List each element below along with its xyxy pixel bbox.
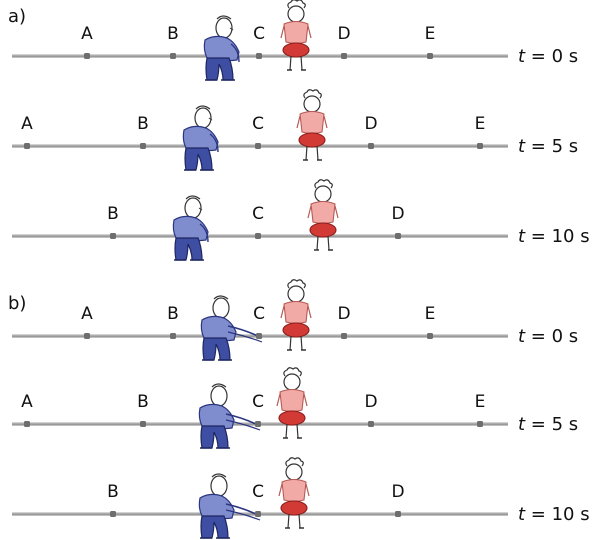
man-figure <box>203 15 240 81</box>
row-a-1: A B C D Et = 5 s <box>12 89 578 171</box>
point-marker-e <box>477 143 483 149</box>
panel-label-a: a) <box>8 6 26 27</box>
woman-figure <box>276 367 308 439</box>
point-label-c: C <box>252 482 264 502</box>
row-a-0: A B C D Et = 0 s <box>12 0 578 81</box>
point-marker-d <box>368 421 374 427</box>
point-marker-b <box>110 233 116 239</box>
time-label: t = 5 s <box>518 414 578 435</box>
man-figure <box>198 473 261 539</box>
point-marker-c <box>255 233 261 239</box>
point-marker-c <box>256 53 262 59</box>
man-figure <box>172 195 209 261</box>
point-label-d: D <box>337 304 350 324</box>
time-variable: t <box>518 226 526 247</box>
time-variable: t <box>518 326 526 347</box>
point-marker-e <box>477 421 483 427</box>
man-figure <box>198 383 261 449</box>
point-label-b: B <box>137 392 149 412</box>
point-label-b: B <box>167 24 179 44</box>
point-marker-b <box>110 511 116 517</box>
time-value: = 10 s <box>525 226 590 247</box>
point-marker-d <box>341 53 347 59</box>
point-marker-a <box>24 143 30 149</box>
point-label-d: D <box>391 482 404 502</box>
point-marker-c <box>255 511 261 517</box>
woman-figure <box>278 457 310 529</box>
point-label-b: B <box>107 482 119 502</box>
point-label-e: E <box>475 114 486 134</box>
point-marker-b <box>170 333 176 339</box>
time-variable: t <box>518 504 526 525</box>
point-label-e: E <box>425 304 436 324</box>
point-label-c: C <box>252 392 264 412</box>
point-label-d: D <box>391 204 404 224</box>
time-value: = 5 s <box>525 136 578 157</box>
point-label-e: E <box>475 392 486 412</box>
time-label: t = 0 s <box>518 46 578 67</box>
point-marker-a <box>84 333 90 339</box>
time-label: t = 10 s <box>518 226 590 247</box>
point-label-d: D <box>364 392 377 412</box>
point-label-a: A <box>21 114 33 134</box>
point-label-b: B <box>107 204 119 224</box>
point-label-a: A <box>21 392 33 412</box>
woman-figure <box>280 279 312 351</box>
time-label: t = 0 s <box>518 326 578 347</box>
point-marker-b <box>140 421 146 427</box>
time-variable: t <box>518 136 526 157</box>
time-value: = 5 s <box>525 414 578 435</box>
panel-label-b: b) <box>8 293 26 314</box>
woman-figure <box>296 89 328 161</box>
row-b-1: A B C D Et = 5 s <box>12 367 578 449</box>
point-label-c: C <box>253 304 265 324</box>
woman-figure <box>307 179 339 251</box>
point-marker-a <box>24 421 30 427</box>
woman-figure <box>280 0 312 71</box>
time-variable: t <box>518 414 526 435</box>
point-label-b: B <box>137 114 149 134</box>
number-lines: A B C D Et = 0 s A B C D Et = 5 s B C Dt = 10 s A B C D E… <box>12 0 590 539</box>
point-label-a: A <box>81 304 93 324</box>
point-label-b: B <box>167 304 179 324</box>
point-label-c: C <box>253 24 265 44</box>
point-marker-d <box>395 233 401 239</box>
point-marker-d <box>368 143 374 149</box>
time-variable: t <box>518 46 526 67</box>
point-marker-e <box>427 333 433 339</box>
row-b-0: A B C D Et = 0 s <box>12 279 578 361</box>
point-marker-e <box>427 53 433 59</box>
point-label-e: E <box>425 24 436 44</box>
row-b-2: B C Dt = 10 s <box>12 457 590 539</box>
point-label-d: D <box>364 114 377 134</box>
time-value: = 0 s <box>525 46 578 67</box>
man-figure <box>182 105 219 171</box>
time-label: t = 10 s <box>518 504 590 525</box>
point-marker-b <box>170 53 176 59</box>
point-label-a: A <box>81 24 93 44</box>
point-marker-c <box>256 333 262 339</box>
point-marker-d <box>341 333 347 339</box>
point-marker-c <box>255 143 261 149</box>
point-label-d: D <box>337 24 350 44</box>
time-label: t = 5 s <box>518 136 578 157</box>
point-marker-d <box>395 511 401 517</box>
point-marker-a <box>84 53 90 59</box>
row-a-2: B C Dt = 10 s <box>12 179 590 261</box>
point-marker-b <box>140 143 146 149</box>
point-marker-c <box>255 421 261 427</box>
point-label-c: C <box>252 204 264 224</box>
point-label-c: C <box>252 114 264 134</box>
time-value: = 10 s <box>525 504 590 525</box>
time-value: = 0 s <box>525 326 578 347</box>
